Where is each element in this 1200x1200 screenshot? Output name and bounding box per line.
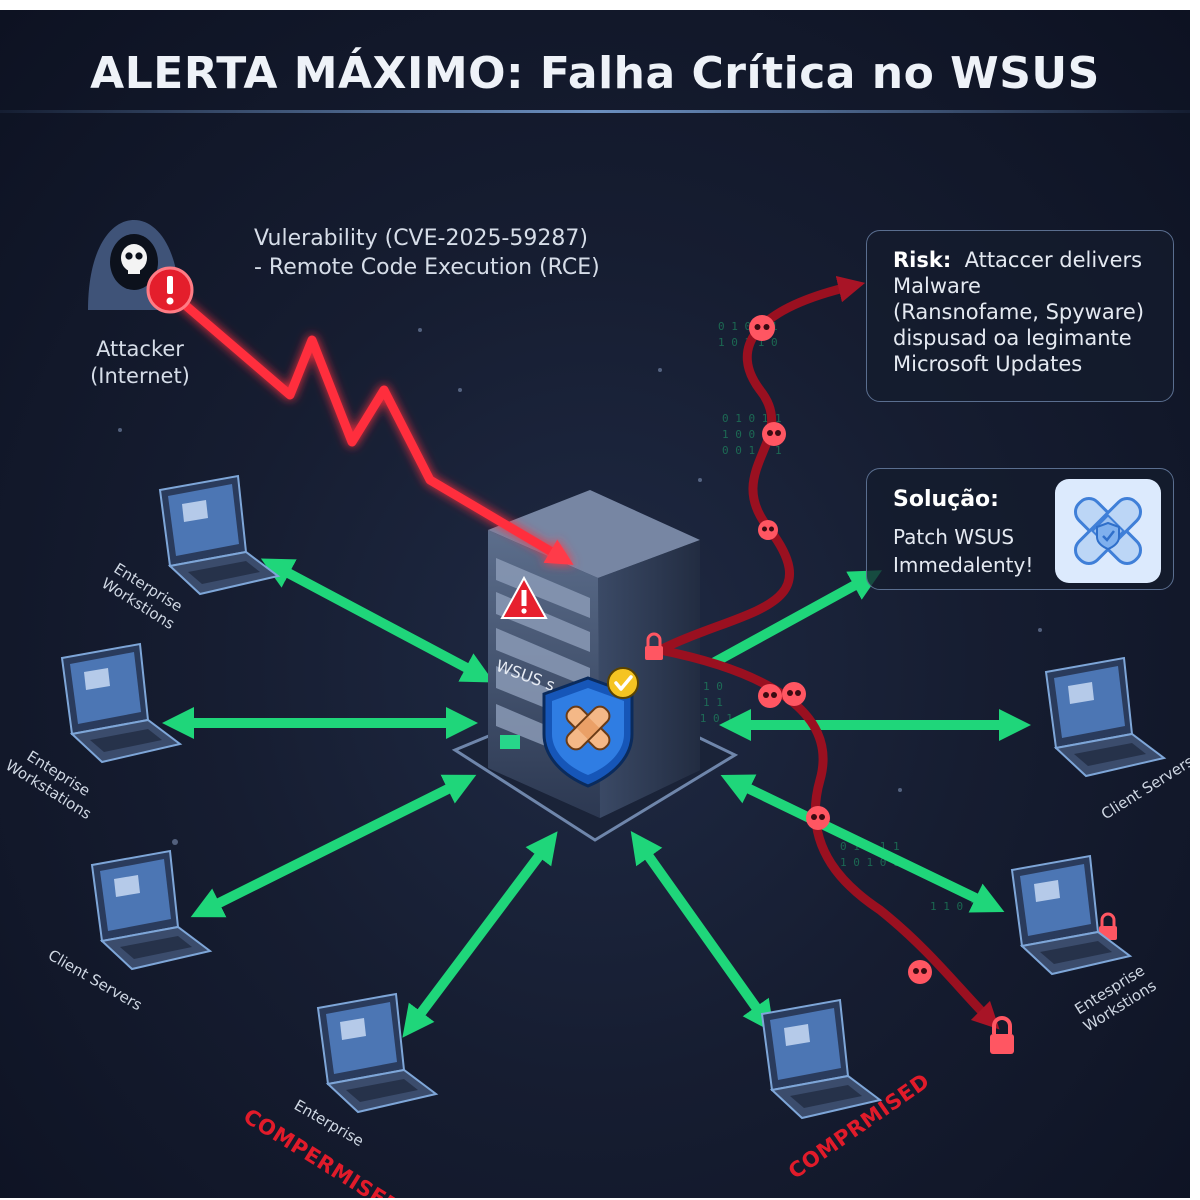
attacker-label: Attacker (Internet) [78,336,202,390]
skull-icon-group [749,315,932,984]
risk-panel: Risk: Attaccer delivers Malware (Ransnof… [866,230,1174,402]
diagram-graphics: 0 1 0 0 1 1 0 1 1 0 0 1 0 1 1 1 0 0 1 0 … [61,220,1165,1119]
skull-icon [749,315,775,341]
solution-line1: Patch WSUS [893,525,1015,549]
skull-icon [782,682,806,706]
vulnerability-type: - Remote Code Execution (RCE) [254,255,600,280]
laptop-icon-mid-left [61,643,181,763]
svg-text:0 0 1 0 1: 0 0 1 0 1 [722,444,782,457]
vulnerability-cve: Vulerability (CVE-2025-59287) [254,226,588,251]
solution-line2: Immedalenty! [893,553,1034,577]
laptop-icon-bottom-left [91,850,211,970]
patch-tile [1055,479,1161,583]
infographic-canvas: ALERTA MÁXIMO: Falha Crítica no WSUS [0,10,1190,1198]
solution-text: Patch WSUS Immedalenty! [893,523,1033,579]
risk-line5: Microsoft Updates [893,352,1083,376]
page-title: ALERTA MÁXIMO: Falha Crítica no WSUS [90,48,1100,99]
laptop-icon-mid-right [1045,657,1165,777]
vulnerability-caption: Vulerability (CVE-2025-59287) - Remote C… [254,224,600,282]
skull-icon [762,422,786,446]
bandage-shield-icon [542,667,639,788]
padlock-icon [990,1016,1014,1054]
warning-triangle-icon [500,575,548,619]
risk-text: Risk: Attaccer delivers Malware (Ransnof… [893,247,1173,377]
risk-label: Risk: [893,248,952,272]
risk-line1: Attaccer delivers [964,248,1143,272]
solution-panel: Solução: Patch WSUS Immedalenty! [866,468,1174,590]
skull-icon [758,684,782,708]
attacker-label-line2: (Internet) [90,364,190,388]
svg-text:0 1 0 1 1: 0 1 0 1 1 [722,412,782,425]
title-divider [0,110,1190,113]
risk-line4: dispusad oa legimante [893,326,1132,350]
attacker-label-line1: Attacker [96,337,184,361]
padlock-icon [645,632,663,660]
patch-bandage-icon [1073,496,1143,566]
laptop-icon-bottom-center-right [761,999,881,1119]
network-connections [161,558,1032,1038]
skull-icon [758,520,778,540]
solution-title: Solução: [893,487,999,512]
attack-lightning-path [167,288,574,565]
skull-icon [908,960,932,984]
alert-exclamation-icon [146,266,194,314]
laptop-icon-top-left [159,475,279,595]
risk-line3: (Ransnofame, Spyware) [893,300,1145,324]
skull-icon [806,806,830,830]
risk-line2: Malware [893,274,981,298]
